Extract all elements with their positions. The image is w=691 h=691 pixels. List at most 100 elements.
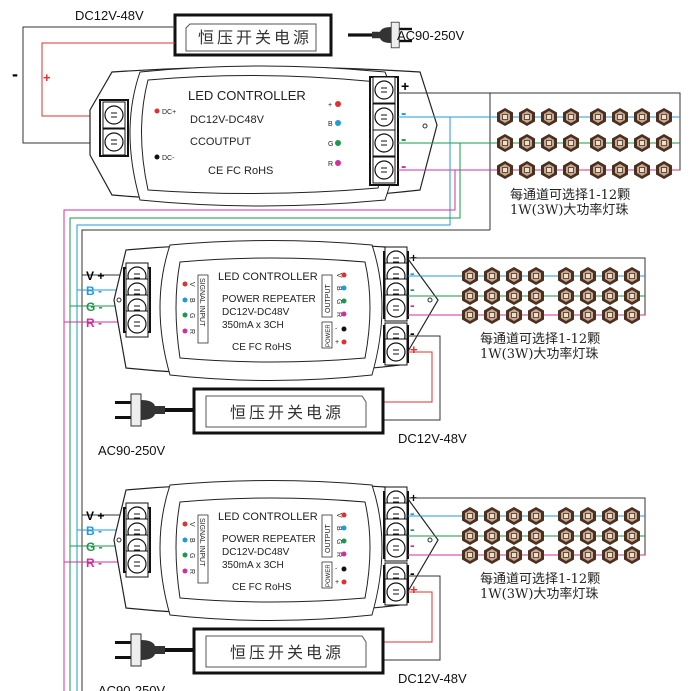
- led-bead-icon: [579, 266, 597, 286]
- led-bead-icon: [557, 305, 575, 325]
- led-bead-icon: [540, 160, 558, 180]
- led-bead-icon: [601, 305, 619, 325]
- led-bead-icon: [540, 107, 558, 127]
- psu-label: 恒压开关电源: [230, 403, 344, 422]
- led-bead-icon: [562, 107, 580, 127]
- led-bead-icon: [623, 506, 641, 526]
- led-bead-icon: [483, 305, 501, 325]
- repeater-certs: CE FC RoHS: [232, 342, 292, 353]
- repeater-certs: CE FC RoHS: [232, 582, 292, 593]
- led-bead-icon: [579, 526, 597, 546]
- top-psu-label: 恒压开关电源: [198, 28, 312, 47]
- in-pin: V: [188, 282, 195, 287]
- led-bead-icon: [518, 107, 536, 127]
- power-pin: +: [335, 339, 339, 346]
- led-bead-icon: [527, 266, 545, 286]
- led-bead-icon: [623, 305, 641, 325]
- led-bead-icon: [601, 286, 619, 306]
- power-repeater-section: LED CONTROLLER POWER REPEATER DC12V-DC48…: [64, 240, 646, 458]
- strip-note-1: 每通道可选择1-12颗: [480, 331, 600, 347]
- led-bead-icon: [633, 160, 651, 180]
- out-pin: B: [335, 526, 342, 531]
- in-pin: R: [188, 569, 195, 574]
- repeater-power-supply: 恒压开关电源: [192, 627, 385, 675]
- controller-certs: CE FC RoHS: [208, 165, 273, 177]
- dc-label: DC12V-48V: [398, 671, 467, 686]
- out-pin: V: [335, 513, 342, 518]
- led-bead-icon: [579, 286, 597, 306]
- led-bead-icon: [589, 107, 607, 127]
- led-bead-icon: [461, 305, 479, 325]
- led-bead-icon: [655, 107, 673, 127]
- terminal-sign: -: [410, 537, 415, 553]
- repeater-line1: POWER REPEATER: [222, 534, 316, 545]
- led-bead-icon: [557, 545, 575, 565]
- led-bead-icon: [483, 526, 501, 546]
- led-bead-icon: [527, 545, 545, 565]
- input-label-b: B -: [86, 524, 102, 538]
- led-bead-icon: [655, 160, 673, 180]
- terminal-sign: -: [410, 297, 415, 313]
- strip-note-1: 每通道可选择1-12颗: [510, 187, 630, 203]
- led-bead-icon: [461, 545, 479, 565]
- top-dc-label: DC12V-48V: [75, 8, 144, 23]
- input-label-v: V +: [86, 509, 104, 523]
- output-label: OUTPUT: [325, 524, 332, 554]
- led-bead-icon: [579, 545, 597, 565]
- led-bead-icon: [527, 286, 545, 306]
- strip-note-2: 1W(3W)大功率灯珠: [480, 586, 598, 602]
- led-bead-icon: [518, 160, 536, 180]
- repeater-line1: POWER REPEATER: [222, 294, 316, 305]
- led-controller: LED CONTROLLER DC12V-DC48V CCOUTPUT CE F…: [89, 65, 438, 207]
- power-pin: -: [335, 326, 338, 333]
- strip-note-2: 1W(3W)大功率灯珠: [510, 202, 628, 218]
- led-bead-icon: [483, 545, 501, 565]
- led-bead-icon: [496, 107, 514, 127]
- led-bead-icon: [633, 133, 651, 153]
- controller-output: CCOUTPUT: [190, 136, 251, 148]
- led-bead-icon: [505, 305, 523, 325]
- led-bead-icon: [611, 107, 629, 127]
- led-bead-icon: [589, 133, 607, 153]
- ac-plug-icon: [114, 633, 196, 667]
- controller-voltage: DC12V-DC48V: [190, 114, 265, 126]
- input-label-v: V +: [86, 269, 104, 283]
- led-bead-icon: [483, 266, 501, 286]
- repeater-line3: 350mA x 3CH: [222, 320, 284, 331]
- minus-label: -: [12, 64, 18, 84]
- pin-label: G: [328, 141, 333, 148]
- power-label: POWER: [326, 564, 332, 587]
- terminal-sign: -: [410, 281, 415, 297]
- led-bead-icon: [557, 286, 575, 306]
- terminal-sign: -: [401, 158, 406, 175]
- output-label: OUTPUT: [325, 284, 332, 314]
- top-ac-label: AC90-250V: [397, 28, 465, 43]
- led-bead-icon: [483, 286, 501, 306]
- led-bead-icon: [505, 266, 523, 286]
- ac-label: AC90-250V: [98, 683, 166, 691]
- terminal-sign: -: [401, 131, 406, 148]
- out-pin: R: [335, 312, 342, 317]
- repeater-line2: DC12V-DC48V: [222, 547, 290, 558]
- power-sign: +: [410, 582, 418, 597]
- power-sign: -: [410, 325, 415, 341]
- terminal-sign: -: [410, 505, 415, 521]
- led-bead-icon: [623, 545, 641, 565]
- psu-label: 恒压开关电源: [230, 643, 344, 662]
- power-pin: -: [335, 566, 338, 573]
- pin-label: R: [328, 161, 333, 168]
- power-sign: +: [410, 342, 418, 357]
- led-bead-icon: [505, 526, 523, 546]
- input-label-b: B -: [86, 284, 102, 298]
- out-pin: G: [335, 539, 342, 544]
- led-bead-icon: [601, 266, 619, 286]
- led-bead-icon: [527, 305, 545, 325]
- led-bead-icon: [527, 506, 545, 526]
- led-bead-icon: [589, 160, 607, 180]
- pin-label: +: [328, 102, 332, 109]
- repeater-device: LED CONTROLLER POWER REPEATER DC12V-DC48…: [113, 480, 439, 621]
- dc-minus-label: DC-: [162, 155, 175, 162]
- led-bead-icon: [461, 506, 479, 526]
- led-bead-icon: [527, 526, 545, 546]
